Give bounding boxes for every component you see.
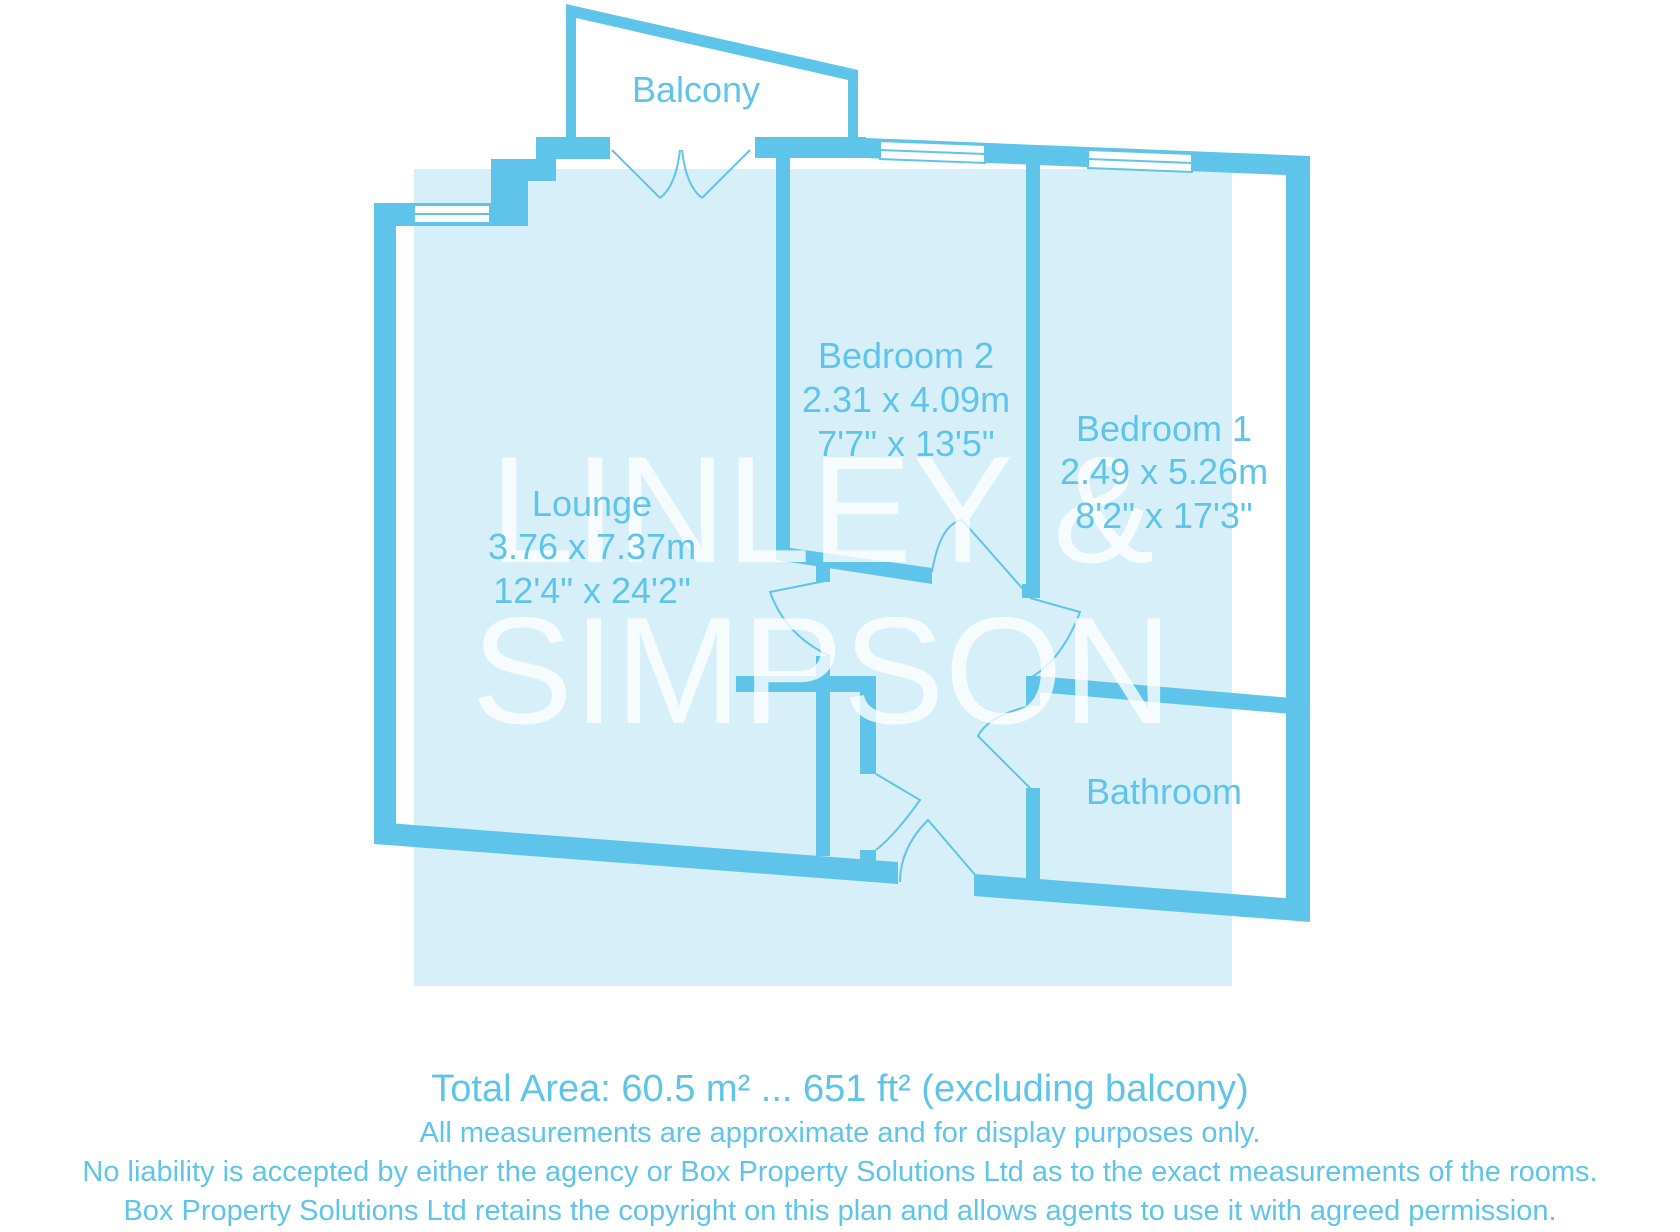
walls <box>374 4 1310 922</box>
doors <box>611 149 1082 883</box>
room-label-bedroom2: Bedroom 2 <box>818 335 994 376</box>
door-lounge <box>768 579 831 657</box>
door-entrance <box>899 818 977 883</box>
door-balcony <box>611 149 751 199</box>
windows <box>413 139 1193 224</box>
disclaimer-line-1: All measurements are approximate and for… <box>419 1117 1261 1149</box>
door-bathroom <box>976 705 1031 789</box>
room-label-bedroom1: Bedroom 1 <box>1076 408 1252 449</box>
disclaimer-line-3: Box Property Solutions Ltd retains the c… <box>123 1195 1557 1227</box>
room-label-lounge: Lounge <box>532 483 652 524</box>
door-bedroom2 <box>931 518 1023 589</box>
room-dims-lounge-imperial: 12'4" x 24'2" <box>493 570 690 611</box>
door-bedroom1 <box>1029 597 1082 679</box>
door-cupboard <box>875 773 922 851</box>
watermark-line2: SIMPSON <box>472 586 1173 756</box>
total-area: Total Area: 60.5 m² ... 651 ft² (excludi… <box>431 1068 1249 1110</box>
room-label-bathroom: Bathroom <box>1086 771 1242 812</box>
room-dims-bedroom1-imperial: 8'2" x 17'3" <box>1075 495 1252 536</box>
room-dims-bedroom2-metric: 2.31 x 4.09m <box>802 379 1010 420</box>
room-dims-bedroom1-metric: 2.49 x 5.26m <box>1060 451 1268 492</box>
room-label-balcony: Balcony <box>632 69 760 110</box>
disclaimer-line-2: No liability is accepted by either the a… <box>82 1156 1598 1188</box>
room-dims-lounge-metric: 3.76 x 7.37m <box>488 526 696 567</box>
watermark-line1: LINLEY & <box>490 425 1155 595</box>
room-dims-bedroom2-imperial: 7'7" x 13'5" <box>817 423 994 464</box>
